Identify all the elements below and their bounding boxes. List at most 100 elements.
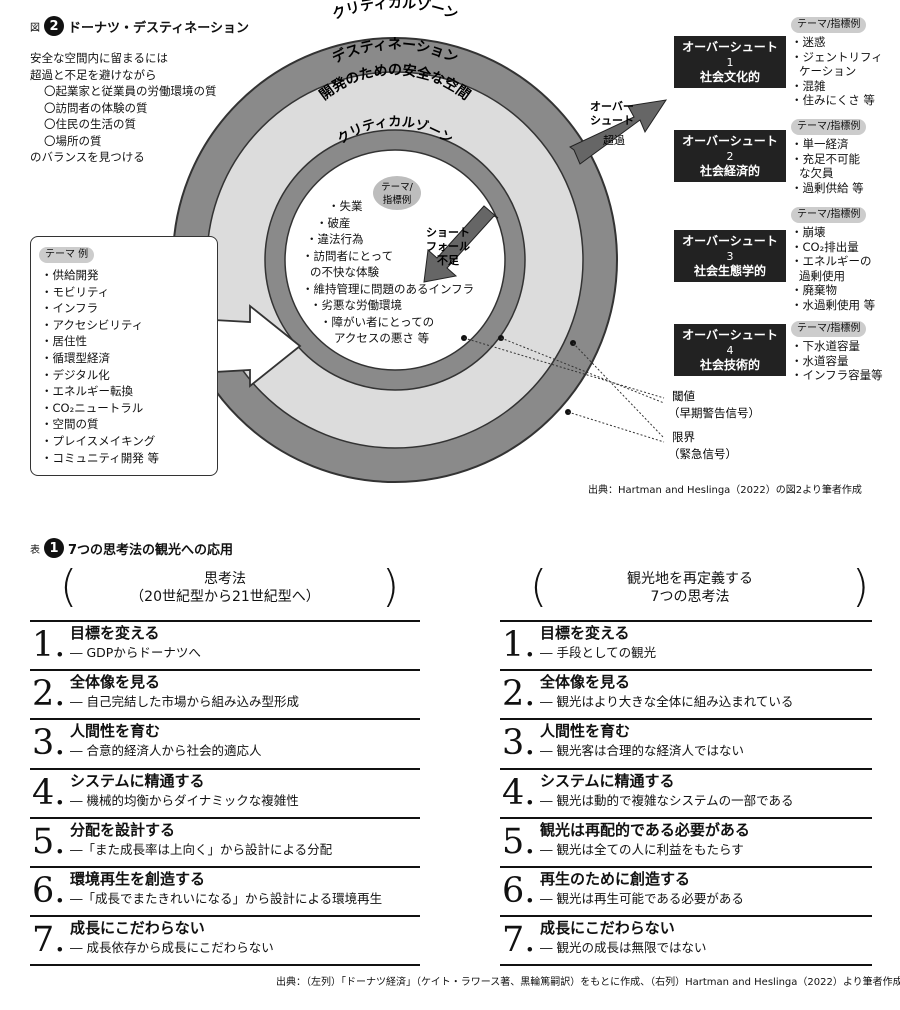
overshoot-name: オーバーシュート: [682, 327, 778, 342]
figure-number-badge: 2: [44, 16, 64, 36]
row-number: 7.: [502, 920, 536, 961]
shortfall-label: 不足: [437, 254, 460, 267]
theme-item: ・CO₂ニュートラル: [41, 400, 144, 415]
overshoot-pill: テーマ/指標例: [791, 119, 867, 135]
row-sub: ― 観光は動的で複雑なシステムの一部である: [540, 792, 794, 808]
row-title: 成長にこだわらない: [540, 919, 675, 938]
overshoot-pill: テーマ/指標例: [791, 17, 867, 33]
overshoot-theme-3: テーマ/指標例 ・崩壊 ・CO₂排出量 ・エネルギーの 過剰使用 ・廃棄物 ・水…: [791, 206, 875, 312]
overshoot-num: 4: [726, 343, 734, 357]
theme-item: ・空間の質: [41, 417, 99, 432]
row-number: 1.: [502, 625, 536, 665]
paren-close: ): [382, 561, 400, 612]
row-title: 人間性を育む: [70, 722, 161, 741]
overshoot-type: 社会技術的: [699, 357, 760, 372]
overshoot-type: 社会生態学的: [693, 263, 766, 278]
overshoot-name: オーバーシュート: [682, 133, 778, 148]
row-number: 4.: [32, 772, 66, 813]
overshoot-num: 1: [726, 55, 734, 69]
inner-pill-text: 指標例: [383, 194, 412, 206]
right-column-header: ( 観光地を再定義する 7つの思考法 ): [500, 562, 872, 614]
theme-item: ・プレイスメイキング: [41, 433, 156, 448]
overshoot-pill: テーマ/指標例: [791, 207, 867, 223]
overshoot-theme-2: テーマ/指標例 ・単一経済 ・充足不可能 な欠員 ・過剰供給 等: [791, 118, 867, 195]
figure-title: ドーナツ・デスティネーション: [68, 20, 249, 36]
row-number: 2.: [32, 674, 66, 715]
inner-item: ・失業: [328, 199, 363, 213]
overshoot-type: 社会文化的: [699, 69, 760, 84]
row-title: 全体像を見る: [540, 673, 631, 692]
row-sub: ― 観光の成長は無限ではない: [540, 940, 707, 956]
table-row: 5.分配を設計する ―「また成長率は上向く」から設計による分配: [30, 816, 420, 863]
row-sub: ― 観光は再生可能である必要がある: [540, 891, 744, 906]
overshoot-pill: テーマ/指標例: [791, 321, 867, 337]
row-title: 目標を変える: [540, 624, 630, 642]
overshoot-arrow: [569, 99, 668, 165]
limit-leader: [567, 411, 665, 443]
table-prefix: 表: [30, 544, 40, 556]
donut-diagram: クリティカルゾーン デスティネーション 開発のための安全な空間 クリティカルゾー…: [172, 0, 760, 483]
row-title: 分配を設計する: [70, 820, 176, 839]
row-sub: ― GDPからドーナツへ: [70, 645, 201, 660]
shortfall-arrow: [423, 205, 499, 283]
overshoot-item: ・住みにくさ 等: [791, 93, 875, 107]
table-row: 5.観光は再配的である必要がある― 観光は全ての人に利益をもたらす: [500, 816, 872, 863]
row-number: 1.: [32, 625, 66, 665]
table-row: 7.成長にこだわらない ― 観光の成長は無限ではない: [500, 915, 872, 961]
threshold-label: 閾値: [672, 389, 695, 403]
row-title: 再生のために創造する: [540, 870, 691, 888]
row-sub: ― 合意的経済人から社会的適応人: [70, 743, 262, 759]
row-number: 5.: [32, 821, 66, 862]
overshoot-item: ・水過剰使用 等: [791, 297, 876, 312]
left-column-header: ( 思考法 （20世紀型から21世紀型へ） ): [30, 562, 420, 614]
overshoot-item: ・過剰供給 等: [791, 180, 864, 195]
theme-item: ・デジタル化: [41, 367, 110, 382]
threshold-leader: [500, 337, 665, 404]
inner-pill-text: テーマ/: [381, 182, 414, 193]
table-row: 4.システムに精通する― 機械的均衡からダイナミックな複雑性: [30, 767, 420, 814]
row-sub: ― 手段としての観光: [540, 645, 657, 660]
theme-item: ・循環型経済: [41, 350, 110, 365]
row-sub: ― 自己完結した市場から組み込み型形成: [70, 694, 299, 710]
overshoot-item: ・混雑: [791, 78, 826, 93]
row-number: 6.: [502, 871, 536, 911]
theme-example-box: テーマ 例 ・供給開発 ・モビリティ ・インフラ ・アクセシビリティ ・居住性 …: [30, 236, 218, 476]
shortfall-label: フォール: [426, 240, 470, 253]
row-title: 環境再生を創造する: [70, 870, 206, 888]
overshoot-theme-4: テーマ/指標例 ・下水道容量 ・水道容量 ・インフラ容量等: [791, 320, 883, 383]
overshoot-item: ・CO₂排出量: [791, 239, 859, 254]
figure-heading: 図 2 ドーナツ・デスティネーション: [30, 16, 249, 36]
inner-item: ・障がい者にとっての: [320, 314, 435, 329]
table-heading: 表 1 7つの思考法の観光への応用: [30, 538, 233, 558]
paren-close: ): [852, 561, 870, 612]
row-number: 3.: [502, 723, 536, 764]
overshoot-name: オーバーシュート: [682, 233, 778, 248]
overshoot-label: オーバー: [590, 100, 634, 113]
theme-item: ・エネルギー転換: [41, 384, 133, 399]
row-title: 人間性を育む: [540, 722, 631, 741]
theme-pill: テーマ 例: [39, 247, 95, 263]
row-title: システムに精通する: [540, 771, 675, 790]
table-row: 3.人間性を育む― 観光客は合理的な経済人ではない: [500, 718, 872, 764]
inner-indicator-list: ・失業 ・破産 ・違法行為 ・訪問者にとって の不快な体験 ・維持管理に問題のあ…: [298, 198, 474, 347]
row-title: 成長にこだわらない: [70, 919, 205, 938]
overshoot-box-4: オーバーシュート 4 社会技術的: [674, 324, 786, 376]
overshoot-item: ・エネルギーの: [791, 254, 872, 268]
overshoot-type: 社会経済的: [699, 163, 760, 178]
theme-item: ・インフラ: [41, 301, 99, 316]
table-source: 出典：（左列）「ドーナツ経済」（ケイト・ラワース著、黒輪篤嗣訳）をもとに作成、（…: [276, 977, 900, 988]
limit-sub: （緊急信号）: [668, 447, 737, 461]
overshoot-item: ・下水道容量: [791, 339, 860, 353]
overshoot-item: ・廃棄物: [791, 283, 837, 297]
table-row: 3.人間性を育む― 合意的経済人から社会的適応人: [30, 718, 420, 764]
overshoot-label: シュート: [590, 114, 634, 127]
row-sub: ―「また成長率は上向く」から設計による分配: [70, 841, 333, 857]
row-number: 5.: [502, 821, 536, 862]
row-sub: ― 観光はより大きな全体に組み込まれている: [540, 694, 794, 710]
inner-item: ・破産: [316, 215, 351, 230]
overshoot-item: ・インフラ容量等: [791, 368, 883, 382]
table-row: 6.再生のために創造する ― 観光は再生可能である必要がある: [500, 866, 872, 912]
row-title: 全体像を見る: [70, 673, 161, 692]
table-row: 1.目標を変える ― 手段としての観光: [500, 620, 872, 666]
theme-item: ・コミュニティ開発 等: [41, 450, 159, 465]
